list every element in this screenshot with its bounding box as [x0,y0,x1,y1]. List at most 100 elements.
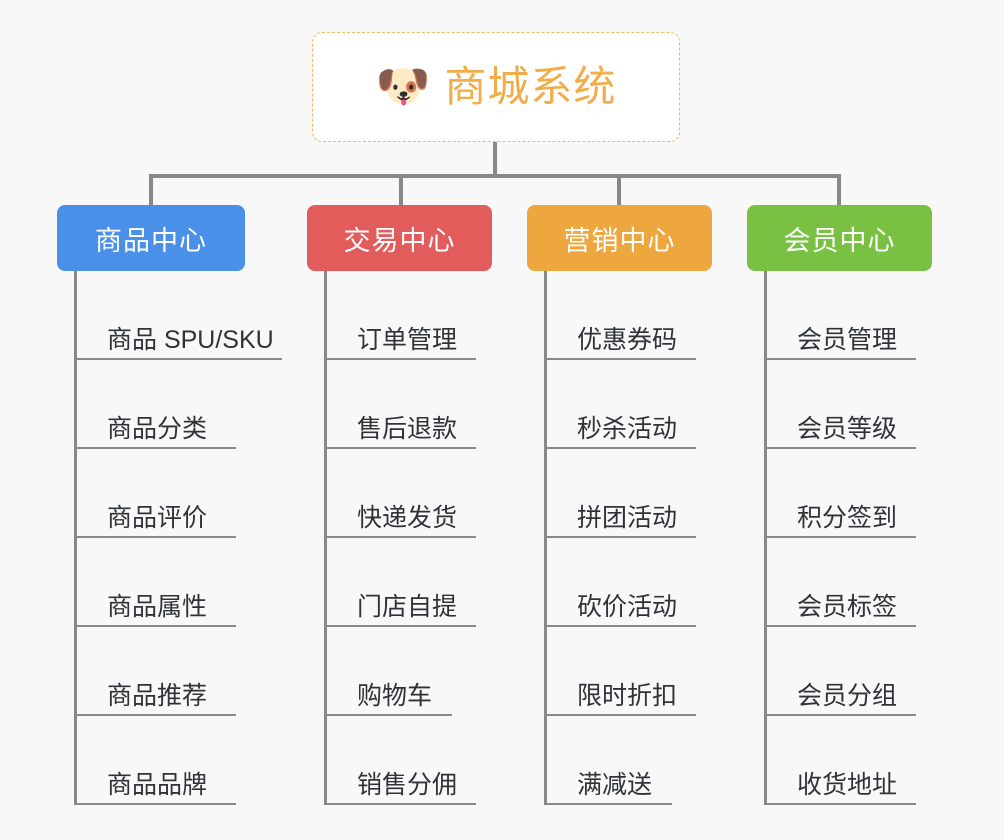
leaf-label: 售后退款 [357,414,458,443]
leaf-list-3: 优惠券码 秒杀活动 拼团活动 砍价活动 限时折扣 满减送 [544,271,712,805]
category-label-4: 会员中心 [783,225,896,256]
leaf-underline [74,447,236,449]
category-box-3[interactable]: 营销中心 [527,205,712,271]
leaf-underline [544,714,696,716]
leaf-item[interactable]: 商品品牌 [74,716,245,805]
leaf-trunk-4 [764,271,767,805]
leaf-label: 积分签到 [797,503,898,532]
leaf-label: 优惠券码 [577,325,678,354]
leaf-underline [324,803,476,805]
leaf-item[interactable]: 商品属性 [74,538,245,627]
leaf-underline [764,358,916,360]
leaf-label: 订单管理 [357,325,458,354]
root-node[interactable]: 🐶 商城系统 [312,32,680,142]
leaf-underline [544,447,696,449]
category-box-1[interactable]: 商品中心 [57,205,245,271]
connector-drop-2 [399,174,403,206]
leaf-label: 砍价活动 [577,592,678,621]
leaf-item[interactable]: 限时折扣 [544,627,712,716]
leaf-item[interactable]: 满减送 [544,716,712,805]
leaf-item[interactable]: 积分签到 [764,449,932,538]
connector-horizontal-bus [149,174,841,178]
leaf-label: 满减送 [577,770,653,799]
leaf-item[interactable]: 优惠券码 [544,271,712,360]
leaf-item[interactable]: 会员管理 [764,271,932,360]
leaf-underline [544,536,696,538]
leaf-label: 商品推荐 [107,681,208,710]
leaf-underline [764,536,916,538]
leaf-item[interactable]: 会员分组 [764,627,932,716]
leaf-label: 商品属性 [107,592,208,621]
leaf-item[interactable]: 商品评价 [74,449,245,538]
category-label-3: 营销中心 [563,225,676,256]
leaf-label: 拼团活动 [577,503,678,532]
leaf-underline [74,536,236,538]
leaf-list-4: 会员管理 会员等级 积分签到 会员标签 会员分组 收货地址 [764,271,932,805]
leaf-underline [764,803,916,805]
dog-face-icon: 🐶 [375,62,431,111]
branch-column-1: 商品中心 商品 SPU/SKU 商品分类 商品评价 商品属性 商品推荐 [57,205,282,805]
leaf-item[interactable]: 收货地址 [764,716,932,805]
leaf-underline [324,447,476,449]
connector-drop-4 [837,174,841,206]
root-title: 商城系统 [444,63,617,110]
leaf-label: 快递发货 [357,503,458,532]
leaf-label: 门店自提 [357,592,458,621]
connector-drop-1 [149,174,153,206]
leaf-item[interactable]: 会员等级 [764,360,932,449]
leaf-item[interactable]: 商品推荐 [74,627,245,716]
category-label-2: 交易中心 [343,225,456,256]
leaf-label: 会员标签 [797,592,898,621]
leaf-label: 会员等级 [797,414,898,443]
leaf-underline [324,625,476,627]
leaf-underline [324,714,452,716]
leaf-underline [764,447,916,449]
leaf-item[interactable]: 秒杀活动 [544,360,712,449]
leaf-label: 商品品牌 [107,770,208,799]
leaf-list-2: 订单管理 售后退款 快递发货 门店自提 购物车 销售分佣 [324,271,492,805]
leaf-label: 购物车 [357,681,433,710]
leaf-underline [764,625,916,627]
leaf-underline [324,536,476,538]
connector-root-stem [493,142,497,176]
leaf-trunk-1 [74,271,77,805]
leaf-list-1: 商品 SPU/SKU 商品分类 商品评价 商品属性 商品推荐 商品品牌 [74,271,282,805]
branch-column-4: 会员中心 会员管理 会员等级 积分签到 会员标签 会员分组 [747,205,932,805]
leaf-underline [74,803,236,805]
leaf-item[interactable]: 购物车 [324,627,492,716]
leaf-item[interactable]: 订单管理 [324,271,492,360]
leaf-underline [74,625,236,627]
leaf-item[interactable]: 商品 SPU/SKU [74,271,282,360]
leaf-underline [74,358,282,360]
connector-drop-3 [617,174,621,206]
leaf-item[interactable]: 快递发货 [324,449,492,538]
leaf-label: 商品分类 [107,414,208,443]
category-box-4[interactable]: 会员中心 [747,205,932,271]
leaf-item[interactable]: 商品分类 [74,360,245,449]
leaf-label: 销售分佣 [357,770,458,799]
leaf-label: 会员分组 [797,681,898,710]
leaf-label: 限时折扣 [577,681,678,710]
leaf-item[interactable]: 门店自提 [324,538,492,627]
leaf-label: 收货地址 [797,770,898,799]
leaf-item[interactable]: 砍价活动 [544,538,712,627]
category-box-2[interactable]: 交易中心 [307,205,492,271]
leaf-underline [544,625,696,627]
leaf-underline [544,803,672,805]
leaf-label: 商品评价 [107,503,208,532]
leaf-item[interactable]: 售后退款 [324,360,492,449]
leaf-trunk-3 [544,271,547,805]
leaf-underline [544,358,696,360]
leaf-trunk-2 [324,271,327,805]
leaf-item[interactable]: 会员标签 [764,538,932,627]
leaf-label: 商品 SPU/SKU [107,325,274,354]
leaf-label: 会员管理 [797,325,898,354]
category-label-1: 商品中心 [95,225,207,256]
branch-column-2: 交易中心 订单管理 售后退款 快递发货 门店自提 购物车 [307,205,492,805]
leaf-underline [74,714,236,716]
leaf-item[interactable]: 拼团活动 [544,449,712,538]
leaf-underline [324,358,476,360]
branch-column-3: 营销中心 优惠券码 秒杀活动 拼团活动 砍价活动 限时折扣 [527,205,712,805]
leaf-item[interactable]: 销售分佣 [324,716,492,805]
